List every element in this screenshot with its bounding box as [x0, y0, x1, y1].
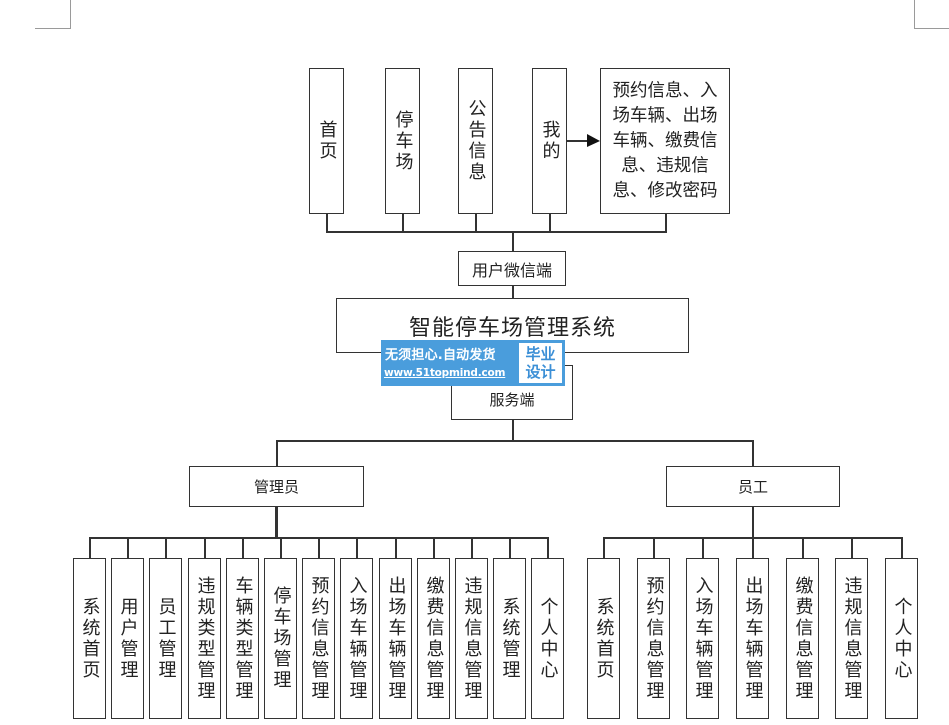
connector — [475, 214, 477, 232]
connector — [89, 537, 91, 558]
connector — [549, 214, 551, 232]
connector — [653, 537, 655, 558]
connector — [752, 537, 754, 558]
staff-module-box: 出场车辆管理 — [736, 558, 769, 719]
staff-module-box: 个人中心 — [885, 558, 918, 719]
watermark-badge-line1: 毕业 — [525, 345, 556, 363]
connector — [204, 537, 206, 558]
connector — [356, 537, 358, 558]
staff-module-box: 预约信息管理 — [637, 558, 670, 719]
connector — [512, 231, 514, 251]
connector — [702, 537, 704, 558]
admin-module-box: 违规信息管理 — [455, 558, 488, 719]
staff-module-box: 系统首页 — [587, 558, 620, 719]
admin-module-box: 预约信息管理 — [302, 558, 335, 719]
connector — [275, 507, 278, 538]
connector — [276, 440, 753, 442]
connector — [276, 440, 278, 466]
watermark-badge-line2: 设计 — [525, 363, 556, 381]
crop-mark-top-right — [914, 0, 949, 29]
connector — [603, 537, 605, 558]
admin-module-box: 系统管理 — [493, 558, 526, 719]
admin-module-box: 系统首页 — [73, 558, 106, 719]
admin-module-box: 违规类型管理 — [188, 558, 221, 719]
connector — [395, 537, 397, 558]
admin-module-box: 用户管理 — [111, 558, 144, 719]
connector — [433, 537, 435, 558]
module-mine: 我的 — [532, 68, 567, 214]
arrow-line — [567, 140, 589, 142]
connector — [752, 507, 754, 538]
staff-module-box: 违规信息管理 — [835, 558, 868, 719]
connector — [752, 440, 754, 466]
module-announcements: 公告信息 — [458, 68, 493, 214]
role-admin-box: 管理员 — [189, 466, 364, 507]
admin-module-box: 停车场管理 — [264, 558, 297, 719]
watermark-text-area: 无须担心.自动发货 www.51topmind.com — [381, 340, 516, 386]
connector — [512, 420, 514, 440]
mine-details-box: 预约信息、入场车辆、出场车辆、缴费信息、违规信息、修改密码 — [600, 68, 730, 214]
connector — [318, 537, 320, 558]
connector — [326, 214, 328, 232]
admin-module-box: 个人中心 — [531, 558, 564, 719]
connector — [402, 214, 404, 232]
connector — [901, 537, 903, 558]
admin-module-box: 缴费信息管理 — [417, 558, 450, 719]
connector — [547, 537, 549, 558]
connector — [851, 537, 853, 558]
crop-mark-top-left — [35, 0, 71, 29]
admin-module-box: 入场车辆管理 — [340, 558, 373, 719]
connector — [127, 537, 129, 558]
connector — [665, 214, 667, 232]
connector — [512, 286, 514, 298]
admin-module-box: 出场车辆管理 — [379, 558, 412, 719]
watermark-badge: 毕业 设计 — [519, 343, 562, 383]
watermark-slogan: 无须担心.自动发货 — [385, 348, 496, 363]
connector — [165, 537, 167, 558]
connector — [471, 537, 473, 558]
connector — [509, 537, 511, 558]
admin-module-box: 车辆类型管理 — [226, 558, 259, 719]
module-home: 首页 — [309, 68, 344, 214]
role-staff-box: 员工 — [666, 466, 840, 507]
user-wechat-client-box: 用户微信端 — [458, 251, 566, 286]
staff-module-box: 缴费信息管理 — [786, 558, 819, 719]
watermark-banner: 毕业 设计 无须担心.自动发货 www.51topmind.com — [381, 340, 565, 386]
arrow-head-icon — [587, 134, 600, 147]
staff-module-box: 入场车辆管理 — [686, 558, 719, 719]
admin-module-box: 员工管理 — [149, 558, 182, 719]
connector — [326, 231, 667, 233]
connector — [242, 537, 244, 558]
watermark-url[interactable]: www.51topmind.com — [384, 367, 506, 379]
connector — [802, 537, 804, 558]
module-parking-lot: 停车场 — [385, 68, 420, 214]
connector — [280, 537, 282, 558]
